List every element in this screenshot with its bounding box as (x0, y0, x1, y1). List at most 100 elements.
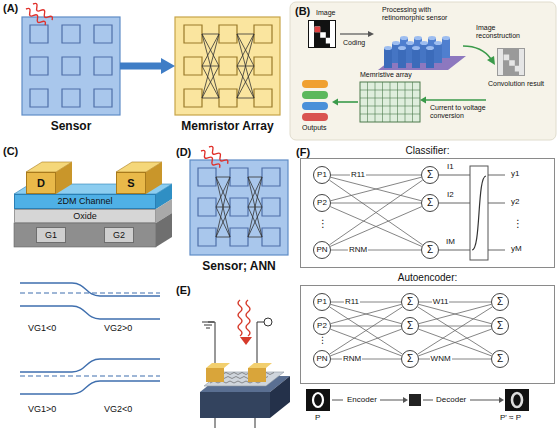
electrode-side (146, 162, 162, 194)
neuron-label: P2 (317, 322, 327, 330)
image-pixels (498, 49, 524, 75)
image-pixels (315, 27, 321, 33)
oxide-layer: Oxide (14, 209, 156, 223)
hidden-neuron: Σ (401, 350, 419, 368)
layer-label: S (127, 178, 134, 189)
fermi-level (20, 375, 160, 376)
column-tops (400, 36, 450, 40)
neuron-label: Σ (407, 297, 413, 307)
group-heading: Classifier: (300, 145, 555, 158)
weight-connection (418, 307, 493, 354)
neuron-label: Σ (407, 354, 413, 364)
channel-layer: 2DM Channel (14, 194, 156, 209)
annotation: Decoder (436, 395, 466, 404)
image-pixels (309, 21, 335, 47)
substrate-side (156, 213, 172, 247)
panel-caption: Memristor Array (175, 120, 280, 134)
output-token (302, 102, 328, 110)
electrode (206, 368, 224, 382)
memristor-cells (184, 25, 272, 107)
neuron-label: PN (316, 355, 327, 363)
arrow-head (332, 99, 338, 106)
annotation: Current to voltage conversion (430, 104, 490, 120)
weight-connection (418, 329, 491, 356)
arrow-head (499, 397, 504, 403)
weight-connection (331, 326, 401, 327)
input-neuron: P2 (313, 194, 331, 212)
sigmoid-curve (472, 176, 486, 250)
weight-label: RNM (342, 355, 362, 363)
flow-arrow (120, 63, 161, 70)
weight-connection (331, 304, 402, 323)
annotation: Image reconstruction (476, 24, 528, 40)
code-image (409, 394, 421, 406)
panel-caption: Sensor; ANN (190, 260, 288, 274)
voltage-source (264, 318, 272, 326)
memristor-fill (175, 17, 280, 115)
flow-arrow (338, 101, 358, 103)
input-image (308, 20, 336, 48)
input-neuron: P1 (313, 293, 331, 311)
annotation: Image (316, 9, 335, 17)
bias-label: VG1<0 (28, 323, 56, 333)
gate-electrode: G1 (36, 227, 66, 243)
weight-connection (331, 302, 401, 303)
layer-label: G2 (113, 231, 125, 240)
weight-connection (331, 177, 422, 200)
output-neuron: Σ (491, 293, 509, 311)
electrode (248, 368, 266, 382)
annotation: P' ≈ P (500, 413, 521, 422)
output-token (302, 113, 328, 121)
column-tops (392, 41, 442, 45)
input-neuron: PN (313, 241, 331, 259)
sensor-ann-panel: Sensor; ANN (190, 160, 288, 274)
panel-letter: (F) (296, 146, 310, 159)
ellipsis: ⋮ (513, 218, 523, 230)
ellipsis: ⋮ (318, 218, 328, 230)
summing-neuron: Σ (421, 166, 439, 184)
memristive-array (360, 82, 420, 122)
digit-image (306, 389, 330, 411)
annotation: Encoder (347, 395, 377, 404)
light-wave (207, 145, 229, 165)
ellipsis: ⋮ (318, 335, 327, 345)
gate-electrode: G2 (104, 227, 134, 243)
input-neuron: P2 (313, 317, 331, 335)
weight-label: R11 (344, 298, 360, 306)
output-neuron: Σ (491, 350, 509, 368)
hidden-neuron: Σ (401, 317, 419, 335)
coding-arrow (340, 33, 368, 34)
output-neuron: Σ (491, 317, 509, 335)
light-wave (238, 300, 242, 336)
signal-name: I2 (447, 190, 454, 199)
weight-connection (419, 302, 491, 303)
wire (202, 322, 264, 363)
panel-letter: (D) (176, 146, 191, 159)
weight-connection (331, 250, 421, 251)
digit-stroke (313, 393, 323, 407)
signal-name: y2 (511, 197, 519, 206)
activation-box (470, 166, 488, 260)
panel-caption: Sensor (22, 120, 120, 134)
band-edge (20, 283, 160, 319)
neuron-label: Σ (407, 321, 413, 331)
flow-arrow (426, 99, 486, 101)
summing-neuron: Σ (421, 194, 439, 212)
weight-label: WNM (430, 355, 452, 363)
annotation: Memristive array (360, 71, 412, 79)
neuron-label: PN (316, 246, 327, 254)
signal-name: I1 (447, 162, 454, 171)
signal-name: yM (511, 244, 522, 253)
signal-name: IM (446, 237, 455, 246)
weight-connection (330, 329, 401, 356)
arrow-head (403, 397, 408, 403)
panel-outline (22, 17, 120, 115)
sensor-fill (190, 160, 288, 255)
weight-label: R11 (350, 171, 366, 179)
weight-connection (331, 304, 402, 323)
source-electrode: S (116, 172, 146, 194)
digit-image (505, 389, 529, 411)
panel-b-ground (290, 2, 556, 140)
output-token (302, 91, 328, 99)
bias-label: VG2>0 (104, 323, 132, 333)
